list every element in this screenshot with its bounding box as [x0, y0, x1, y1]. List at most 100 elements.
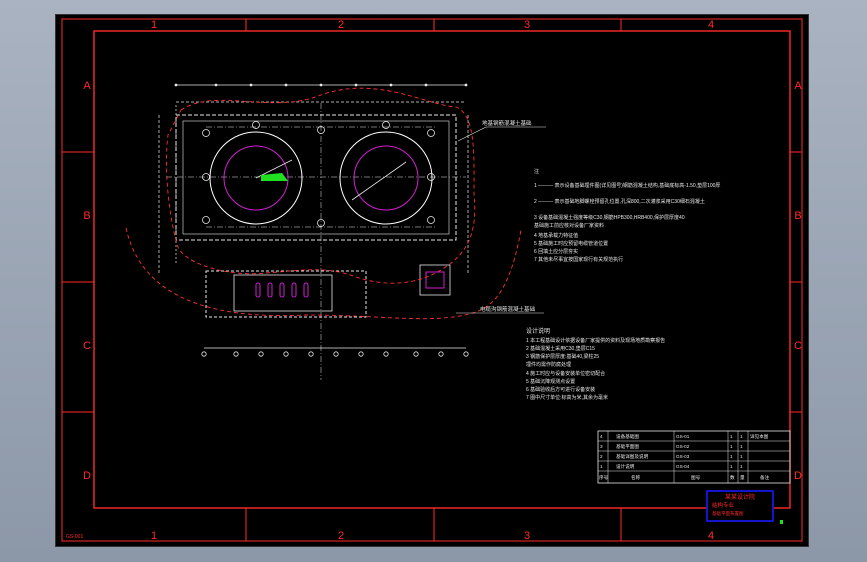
notes1-title: 注: [534, 168, 539, 175]
table-cell: 3: [600, 444, 603, 449]
table-cell: 1: [740, 454, 743, 459]
grid-bubble: [233, 351, 239, 357]
row-label-right: C: [794, 340, 802, 352]
table-cell: 1: [600, 464, 603, 469]
notes2-line: 4 施工时应与设备安装单位密切配合: [526, 370, 605, 377]
notes1-line: 1 ——— 表示设备基础埋件图(详见图号)钢筋混凝土结构,基础底标高-1.50,…: [534, 182, 720, 189]
notes1-line: 6 回填土应分层夯实: [534, 248, 578, 255]
hatch-area: [261, 173, 288, 181]
pit-anchor: [279, 282, 285, 298]
table-cell: 1: [730, 434, 733, 439]
grid-bubble: [438, 351, 444, 357]
table-header: 序号: [599, 474, 609, 481]
anchor-bolt: [202, 216, 210, 224]
table-cell: GS-03: [676, 454, 690, 459]
col-label-top: 2: [338, 19, 344, 31]
row-label-left: B: [83, 210, 90, 222]
pit-anchor: [255, 282, 261, 298]
table-cell: 设备基础图: [616, 433, 639, 440]
dimension-tick: [319, 83, 323, 87]
tank-left-outer: [209, 131, 303, 225]
table-cell: 基础详图及说明: [616, 453, 649, 460]
pit-anchor: [267, 282, 273, 298]
grid-bubble: [333, 351, 339, 357]
callout-top: 地基钢筋混凝土基础: [482, 119, 532, 127]
pit-anchor: [291, 282, 297, 298]
dimension-tick: [354, 83, 358, 87]
small-pad-inner: [425, 271, 445, 289]
col-label-bottom: 1: [151, 530, 157, 542]
title-block-line1: 某某设计院: [725, 493, 755, 501]
table-header: 数: [730, 474, 735, 481]
foundation-plan: 地基钢筋混凝土基础 电缆沟钢筋混凝土基础: [125, 83, 546, 380]
notes-block-1: 注 1 ——— 表示设备基础埋件图(详见图号)钢筋混凝土结构,基础底标高-1.5…: [534, 168, 720, 263]
footer-code: GS-001: [66, 534, 83, 540]
notes1-line: 4 地基承载力特征值: [534, 232, 578, 239]
dimension-tick: [174, 83, 178, 87]
zone-labels: 1 2 3 4 1 2 3 4 A B C D A B C D: [83, 19, 802, 542]
pit-outline: [205, 270, 367, 318]
table-cell: GS-01: [676, 434, 690, 439]
grid-bubble: [358, 351, 364, 357]
dimension-tick: [214, 83, 218, 87]
zone-ticks: [62, 19, 802, 541]
notes2-line: 6 基础验收后方可进行设备安装: [526, 386, 595, 393]
anchor-bolt: [382, 121, 390, 129]
anchor-bolt: [317, 219, 325, 227]
col-label-bottom: 4: [708, 530, 714, 542]
notes2-line: 埋件均需作防腐处理: [526, 361, 571, 368]
col-label-bottom: 2: [338, 530, 344, 542]
grid-bubble: [463, 351, 469, 357]
notes1-line: 基础施工前应核对设备厂家资料: [534, 222, 604, 229]
anchor-bolt: [427, 216, 435, 224]
notes2-line: 5 基础沉降观测点设置: [526, 378, 575, 385]
table-cell: GS-04: [676, 464, 690, 469]
grid-bubble: [283, 351, 289, 357]
callout-bottom: 电缆沟钢筋混凝土基础: [480, 305, 536, 313]
inner-frame: [93, 30, 791, 509]
grid-bubble: [308, 351, 314, 357]
row-label-right: D: [794, 470, 802, 482]
table-cell: GS-02: [676, 444, 690, 449]
table-cell: 1: [730, 454, 733, 459]
anchor-bolt: [427, 129, 435, 137]
anchor-bolt: [427, 173, 435, 181]
col-label-top: 3: [524, 19, 530, 31]
table-cell: 1: [740, 434, 743, 439]
small-pad: [419, 264, 451, 296]
table-cell: 1: [730, 464, 733, 469]
row-label-left: C: [83, 340, 91, 352]
table-cell: 4: [600, 434, 603, 439]
cad-drawing: 1 2 3 4 1 2 3 4 A B C D A B C D: [61, 18, 803, 542]
title-block-line2: 结构专业: [712, 501, 735, 509]
dimension-tick: [389, 83, 393, 87]
tank-left-inner: [223, 145, 289, 211]
notes1-line: 5 基础施工时应预留电缆管道位置: [534, 240, 608, 247]
anchor-bolt: [202, 129, 210, 137]
table-cell: 2: [600, 454, 603, 459]
notes2-line: 1 本工程基础设计依据设备厂家提供的资料及现场地质勘察报告: [526, 337, 665, 344]
tank-right-inner: [353, 145, 419, 211]
drawing-sheet: 1 2 3 4 1 2 3 4 A B C D A B C D: [56, 15, 808, 546]
dimension-tick: [249, 83, 253, 87]
notes1-line: 7 其他未尽事宜按国家现行有关规范执行: [534, 256, 623, 263]
anchor-bolt: [317, 126, 325, 134]
notes2-line: 3 钢筋保护层厚度:基础40,梁柱25: [526, 353, 599, 360]
notes2-line: 7 图中尺寸单位:标高为米,其余为毫米: [526, 394, 608, 401]
anchor-bolt: [252, 121, 260, 129]
title-block-line3: 基础平面布置图: [712, 510, 744, 517]
anchor-bolt: [202, 173, 210, 181]
revision-cloud: [166, 87, 476, 284]
dimension-tick: [284, 83, 288, 87]
slab-inner: [182, 120, 450, 235]
tank-right-outer: [339, 131, 433, 225]
grid-bubble: [413, 351, 419, 357]
table-cell: 1: [740, 464, 743, 469]
grid-bubble: [201, 351, 207, 357]
row-label-right: B: [794, 210, 801, 222]
notes-block-2: 设计说明 1 本工程基础设计依据设备厂家提供的资料及现场地质勘察报告 2 基础混…: [526, 327, 665, 401]
notes2-title: 设计说明: [526, 327, 550, 335]
table-header: 备注: [760, 474, 770, 481]
dimension-tick: [464, 83, 468, 87]
materials-table: 4 设备基础图 GS-01 1 1 详见本图 3 基础平面图 GS-02 1 1…: [597, 430, 791, 484]
